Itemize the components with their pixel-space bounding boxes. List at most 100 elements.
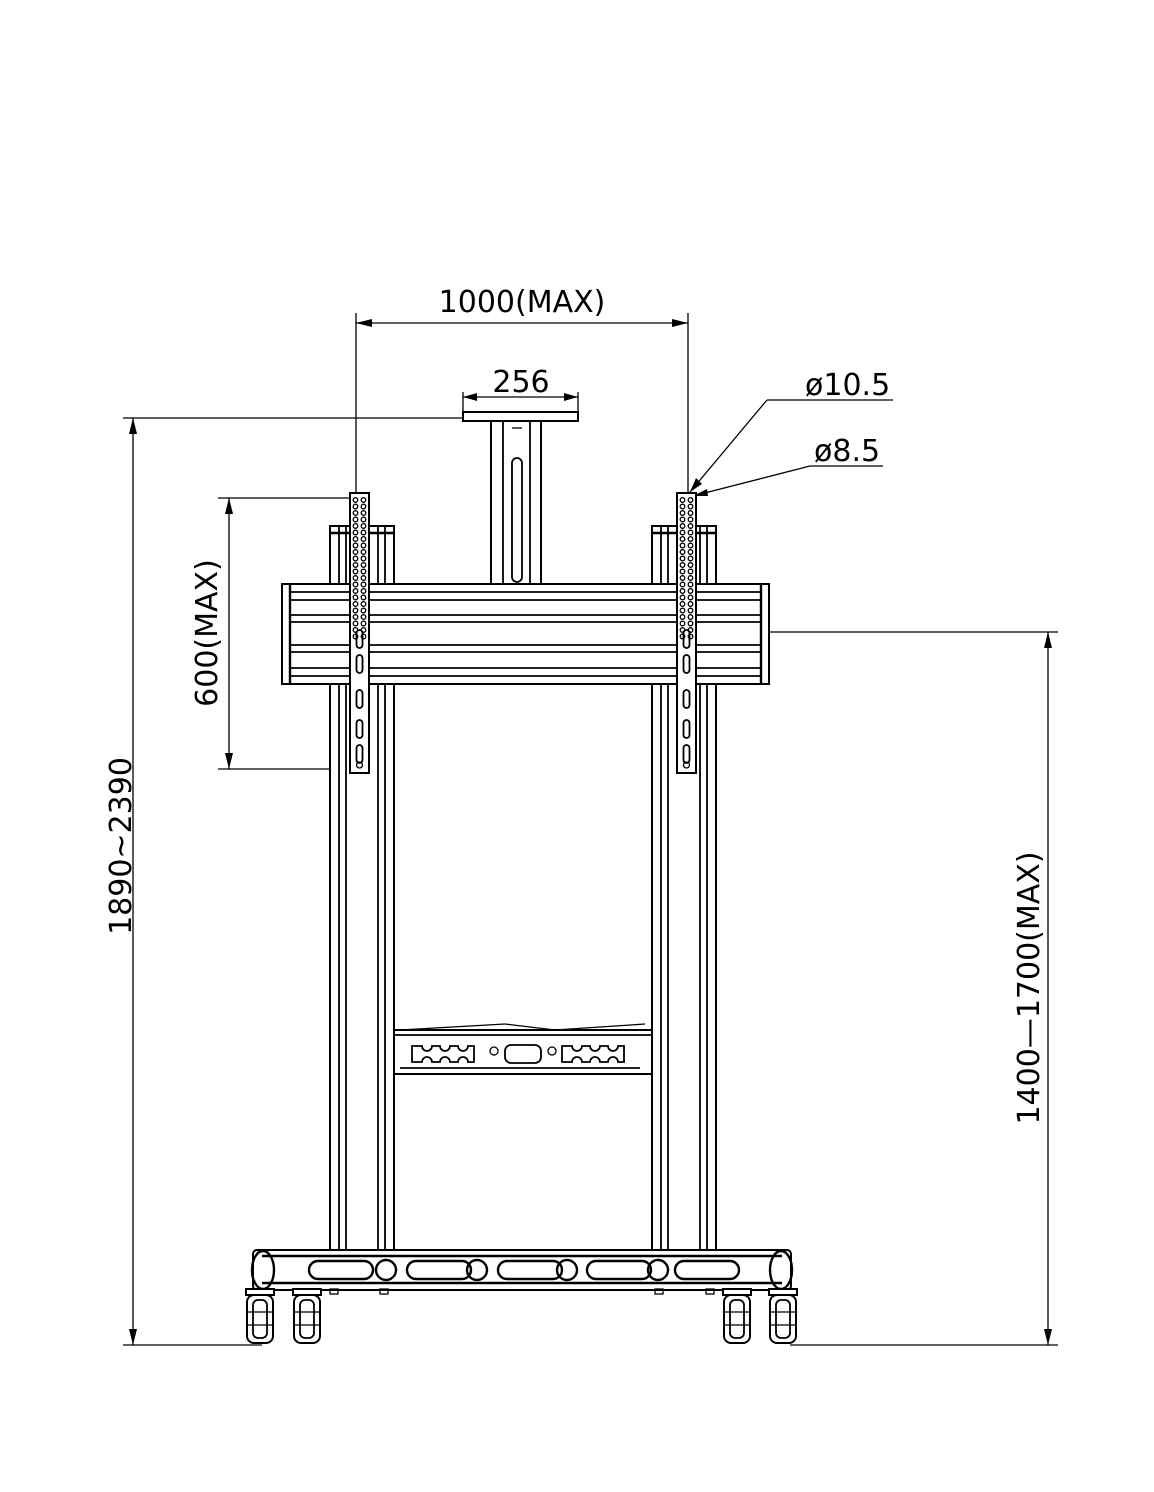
bracket-slot: [355, 744, 364, 764]
bracket-hole: [352, 575, 359, 581]
bracket-hole: [679, 607, 686, 614]
bracket-hole: [687, 536, 694, 542]
bracket-hole: [352, 594, 359, 601]
bracket-hole: [352, 620, 359, 627]
bracket-hole: [679, 581, 686, 588]
caster-wheels: [245, 1288, 798, 1344]
bracket-hole: [352, 581, 359, 588]
bracket-hole: [360, 601, 367, 607]
bracket-slot: [355, 629, 364, 649]
base-slot: [673, 1259, 741, 1281]
caster-wheel: [245, 1288, 275, 1344]
caster-wheel: [768, 1288, 798, 1344]
bracket-slot: [355, 689, 364, 709]
bracket-hole: [687, 607, 694, 614]
bracket-hole: [679, 633, 686, 640]
bracket-hole: [360, 529, 367, 536]
vesa-height-label: 600(MAX): [190, 559, 225, 707]
bracket-hole: [360, 620, 367, 627]
bracket-hole: [352, 633, 359, 640]
bracket-hole: [360, 588, 367, 594]
bracket-hole: [360, 555, 367, 562]
bracket-hole: [352, 601, 359, 607]
bracket-hole: [687, 620, 694, 627]
bracket-hole: [679, 575, 686, 581]
bracket-hole: [360, 523, 367, 529]
bracket-hole: [679, 614, 686, 620]
bracket-hole: [352, 529, 359, 536]
bracket-hole: [679, 568, 686, 575]
bracket-hole: [687, 549, 694, 555]
right-vesa-bracket: [676, 492, 697, 774]
bracket-hole: [352, 555, 359, 562]
hole-large-label: ø10.5: [805, 368, 890, 403]
bracket-hole: [360, 607, 367, 614]
shelf-cutout-left: [411, 1045, 475, 1063]
bracket-hole: [687, 510, 694, 516]
camera-shelf-width-label: 256: [492, 365, 549, 400]
bracket-hole: [352, 497, 359, 503]
bracket-hole: [360, 542, 367, 549]
bracket-hole: [355, 761, 364, 769]
base-slot: [307, 1259, 375, 1281]
bracket-hole: [679, 555, 686, 562]
bracket-hole: [360, 633, 367, 640]
bracket-hole: [679, 536, 686, 542]
base-hole: [646, 1258, 670, 1282]
bracket-hole: [687, 633, 694, 640]
bracket-hole: [352, 536, 359, 542]
bracket-hole: [687, 503, 694, 510]
right-bracket-holes: [679, 497, 694, 769]
caster-wheel: [722, 1288, 752, 1344]
bracket-hole: [360, 510, 367, 516]
bracket-slot: [682, 654, 691, 674]
bracket-hole: [360, 549, 367, 555]
bracket-hole: [352, 549, 359, 555]
bracket-hole: [679, 562, 686, 568]
bracket-hole: [679, 529, 686, 536]
bracket-hole: [687, 516, 694, 523]
bracket-hole: [687, 588, 694, 594]
base-slot: [585, 1259, 653, 1281]
bracket-hole: [352, 568, 359, 575]
dimension-vesa-height: 600(MAX): [190, 497, 350, 770]
bracket-slot: [682, 719, 691, 739]
bracket-hole: [687, 497, 694, 503]
hole-small-label: ø8.5: [814, 434, 880, 469]
bracket-hole: [687, 594, 694, 601]
bracket-slot: [682, 689, 691, 709]
left-bracket-holes: [352, 497, 367, 769]
bracket-hole: [687, 542, 694, 549]
bracket-hole: [352, 542, 359, 549]
bracket-hole: [679, 620, 686, 627]
bracket-hole: [679, 516, 686, 523]
base-hole: [555, 1258, 579, 1282]
mount-height-label: 1400—1700(MAX): [1012, 851, 1047, 1124]
bracket-hole: [352, 562, 359, 568]
equipment-shelf: [393, 1023, 653, 1075]
bracket-hole: [679, 503, 686, 510]
bracket-hole: [352, 607, 359, 614]
base-slot: [496, 1259, 564, 1281]
dimension-vesa-width: 1000(MAX): [355, 285, 689, 495]
dimension-hole-diameters: ø10.5 ø8.5: [689, 368, 893, 497]
bracket-hole: [687, 529, 694, 536]
bracket-hole: [360, 536, 367, 542]
bracket-hole: [360, 594, 367, 601]
left-vesa-bracket: [349, 492, 370, 774]
dimension-mount-height: 1400—1700(MAX): [770, 631, 1058, 1346]
bracket-hole: [687, 568, 694, 575]
bracket-hole: [360, 503, 367, 510]
bracket-hole: [687, 614, 694, 620]
base-slot: [405, 1259, 473, 1281]
dimension-camera-shelf-width: 256: [462, 365, 579, 412]
dimension-overall-height: 1890~2390: [104, 417, 470, 1346]
bracket-hole: [687, 601, 694, 607]
bracket-hole: [679, 588, 686, 594]
bracket-hole: [352, 510, 359, 516]
bracket-hole: [687, 523, 694, 529]
bracket-hole: [679, 510, 686, 516]
bracket-hole: [687, 581, 694, 588]
bracket-hole: [687, 575, 694, 581]
